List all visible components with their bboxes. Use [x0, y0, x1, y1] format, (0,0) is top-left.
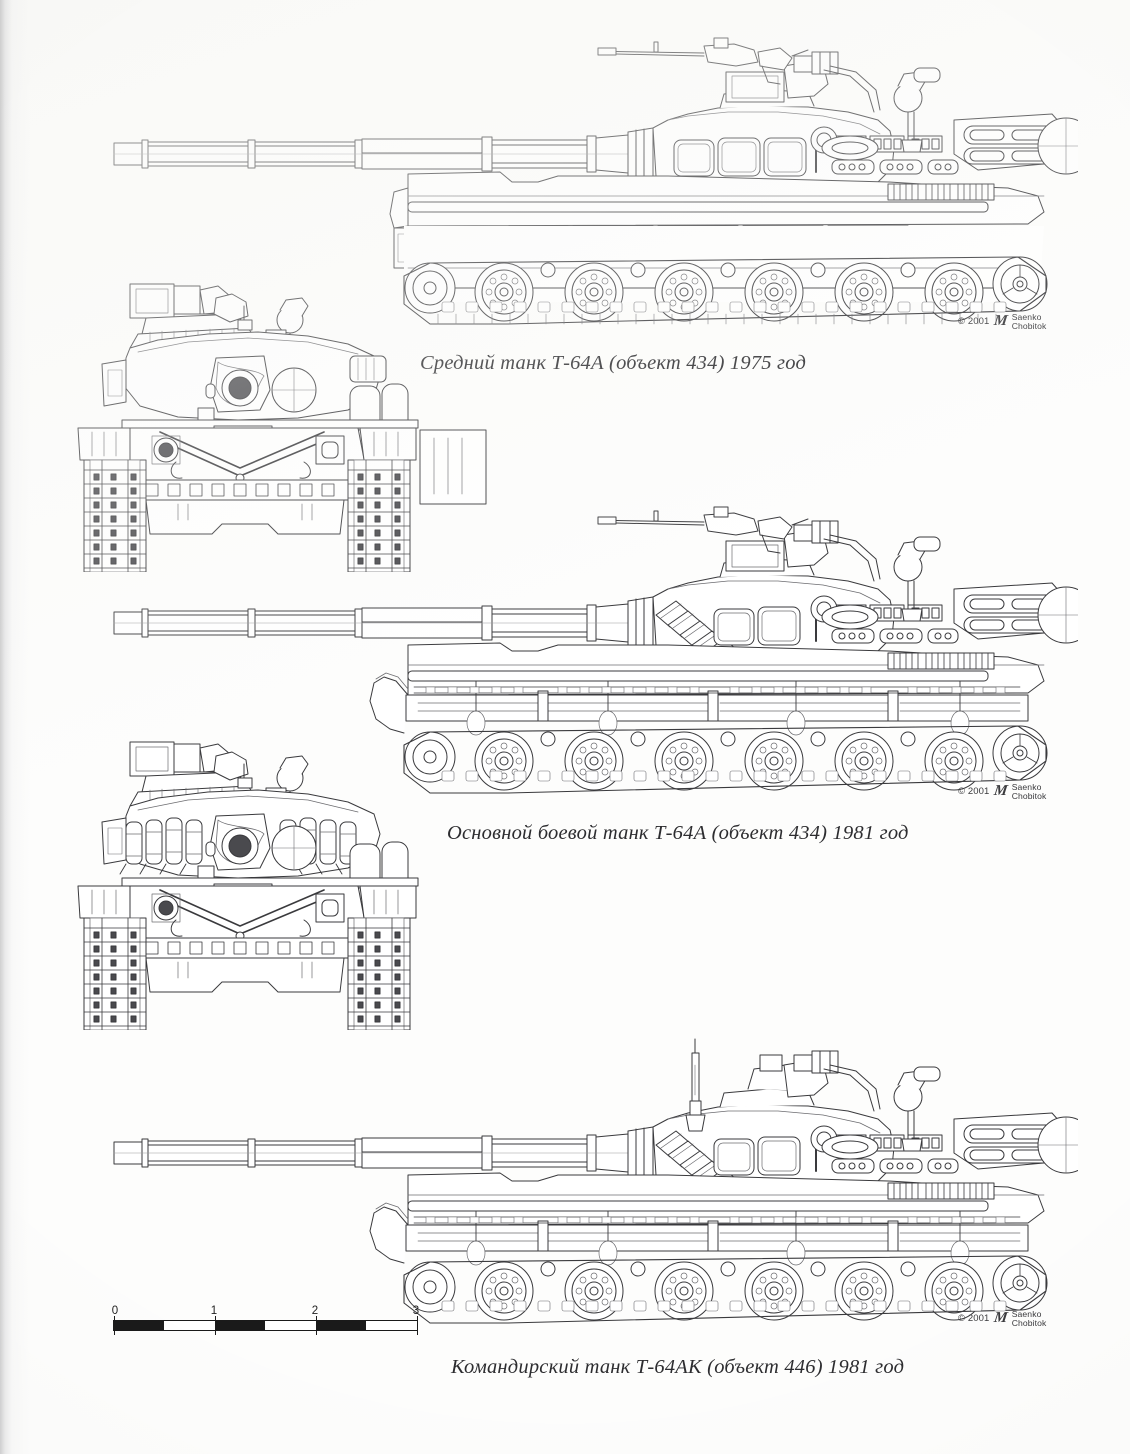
copyright-mark-2: © 2001 M Saenko Chobitok: [958, 783, 1046, 801]
figure-t64ak-1981-side: [108, 1035, 1078, 1335]
scale-label-1: 1: [210, 1305, 218, 1317]
caption-t64a-1981: Основной боевой танк Т-64А (объект 434) …: [447, 822, 909, 844]
copyright-names: Saenko Chobitok: [1012, 783, 1047, 801]
copyright-mark-1: © 2001 M Saenko Chobitok: [958, 313, 1046, 331]
saenko-chobitok-logo-icon: M: [993, 783, 1009, 800]
tank-front-view-drawing-1981: [68, 730, 498, 1030]
scale-label-3: 3: [412, 1305, 420, 1317]
copyright-name-2: Chobitok: [1011, 1317, 1047, 1328]
scale-segment: [265, 1321, 316, 1330]
scale-segment: [366, 1321, 417, 1330]
saenko-chobitok-logo-icon: M: [993, 313, 1009, 330]
figure-t64a-1981-front: [68, 730, 498, 1030]
tank-side-view-drawing-t64ak: [108, 1035, 1078, 1335]
scan-gutter-shadow: [0, 0, 30, 1454]
scale-label-2: 2: [311, 1305, 319, 1317]
copyright-name-2: Chobitok: [1011, 320, 1047, 331]
scale-tick-start: [114, 1316, 115, 1335]
scale-tick-end: [417, 1316, 418, 1335]
copyright-year: © 2001: [958, 786, 990, 798]
scale-segment: [315, 1321, 367, 1330]
scale-label-0: 0: [111, 1305, 119, 1317]
scale-segment: [164, 1321, 215, 1330]
copyright-name-2: Chobitok: [1011, 790, 1047, 801]
scale-bar-labels: 0 1 2 3: [111, 1305, 420, 1320]
scale-tick-2: [316, 1316, 317, 1335]
scale-bar-track: [113, 1316, 418, 1335]
copyright-names: Saenko Chobitok: [1012, 313, 1047, 331]
scale-segment: [114, 1321, 165, 1330]
scale-tick-1: [215, 1316, 216, 1335]
scale-bar: 0 1 2 3: [111, 1305, 420, 1335]
scale-segment: [214, 1321, 266, 1330]
copyright-names: Saenko Chobitok: [1012, 1310, 1047, 1328]
copyright-year: © 2001: [958, 316, 990, 328]
saenko-chobitok-logo-icon: M: [993, 1310, 1009, 1327]
caption-t64ak-1981: Командирский танк Т-64АК (объект 446) 19…: [451, 1356, 905, 1378]
copyright-year: © 2001: [958, 1313, 990, 1325]
copyright-mark-3: © 2001 M Saenko Chobitok: [958, 1310, 1046, 1328]
